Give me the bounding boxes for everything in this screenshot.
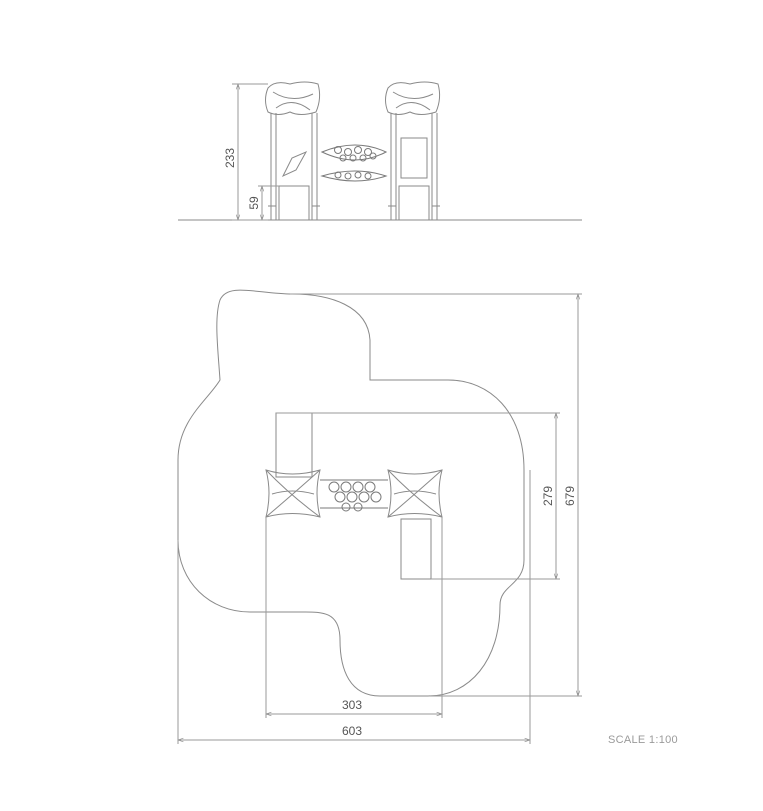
net-plan (320, 479, 388, 512)
right-deck (400, 518, 432, 580)
dim-inner-depth-label: 279 (541, 486, 555, 506)
dim-outer-depth-label: 679 (563, 486, 577, 506)
left-deck (275, 412, 313, 478)
plan-view (177, 289, 582, 744)
dim-outer-width-label: 603 (342, 724, 362, 738)
dim-total-height-label: 233 (223, 148, 237, 168)
left-tower (265, 81, 321, 221)
elevation-dimensions (232, 84, 279, 220)
scale-label: SCALE 1:100 (608, 734, 678, 746)
dim-inner-width-label: 303 (342, 698, 362, 712)
right-tower (385, 81, 441, 221)
safety-zone-outline (177, 289, 525, 697)
plan-dimensions (178, 294, 582, 744)
right-tower-plan (387, 469, 443, 518)
left-tower-plan (265, 469, 321, 518)
climbing-net (320, 144, 388, 182)
dim-lower-height-label: 59 (247, 196, 261, 210)
elevation-view (178, 81, 582, 221)
